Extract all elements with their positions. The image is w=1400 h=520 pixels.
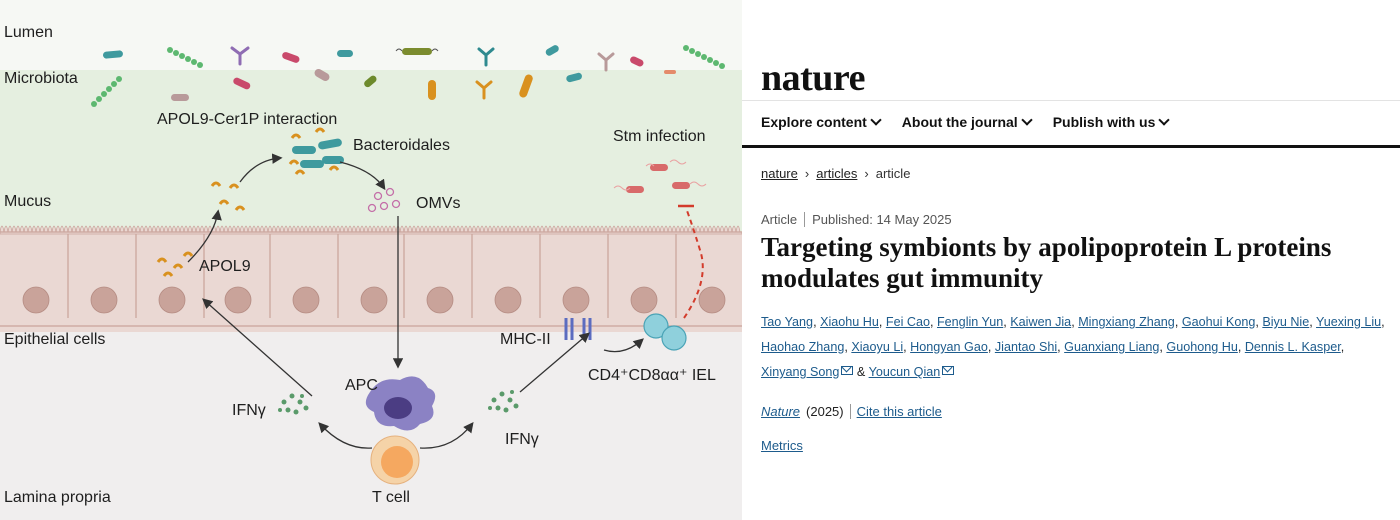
label-stm-infection: Stm infection <box>613 128 705 145</box>
breadcrumb-articles[interactable]: articles <box>816 166 858 181</box>
author-link[interactable]: Xiaohu Hu <box>820 315 879 329</box>
label-epithelial-cells: Epithelial cells <box>4 331 105 348</box>
author-link[interactable]: Xiaoyu Li <box>851 340 904 354</box>
main-nav: Explore content About the journal Publis… <box>761 114 1171 130</box>
cite-divider <box>849 404 851 419</box>
citation-line: Nature (2025) Cite this article <box>761 404 942 419</box>
meta-divider <box>804 212 806 227</box>
label-lumen: Lumen <box>4 24 53 41</box>
author-link[interactable]: Gaohui Kong <box>1181 315 1256 329</box>
article-meta: Article Published: 14 May 2025 <box>761 212 952 227</box>
nav-publish-label: Publish with us <box>1052 114 1156 130</box>
t-cell <box>370 435 420 485</box>
bacteroidales-cluster <box>288 127 344 175</box>
ifng-cytokines-left <box>278 393 309 415</box>
article-type: Article <box>761 212 798 227</box>
ifng-cytokines-right <box>488 390 519 413</box>
author-link[interactable]: Dennis L. Kasper <box>1244 340 1341 354</box>
header-divider <box>742 100 1400 101</box>
author-link[interactable]: Jiantao Shi <box>994 340 1058 354</box>
nav-about-label: About the journal <box>901 114 1018 130</box>
author-link[interactable]: Mingxiang Zhang <box>1078 315 1175 329</box>
label-mhc-ii: MHC-II <box>500 331 551 348</box>
author-link[interactable]: Kaiwen Jia <box>1010 315 1072 329</box>
author-link[interactable]: Tao Yang <box>761 315 814 329</box>
label-microbiota: Microbiota <box>4 70 78 87</box>
label-bacteroidales: Bacteroidales <box>353 137 450 154</box>
chevron-right-icon: › <box>864 166 869 181</box>
article-page: nature Explore content About the journal… <box>742 0 1400 520</box>
author-link[interactable]: Guanxiang Liang <box>1064 340 1160 354</box>
lumen-region <box>0 0 742 70</box>
label-apol9: APOL9 <box>199 258 251 275</box>
publication-year: (2025) <box>806 404 844 419</box>
author-link[interactable]: Haohao Zhang <box>761 340 845 354</box>
author-list: Tao Yang, Xiaohu Hu, Fei Cao, Fenglin Yu… <box>761 315 1385 379</box>
cell-nuclei <box>22 286 726 314</box>
nav-divider <box>742 145 1400 148</box>
metrics-link[interactable]: Metrics <box>761 438 803 453</box>
author-link[interactable]: Fei Cao <box>885 315 930 329</box>
author-link[interactable]: Fenglin Yun <box>936 315 1004 329</box>
cite-this-article-link[interactable]: Cite this article <box>856 404 942 419</box>
author-link[interactable]: Guohong Hu <box>1166 340 1238 354</box>
apol9-molecules <box>156 181 246 277</box>
breadcrumb-nature[interactable]: nature <box>761 166 798 181</box>
omvs <box>367 187 401 213</box>
author-link[interactable]: Hongyan Gao <box>910 340 988 354</box>
email-icon[interactable] <box>942 366 955 375</box>
journal-name-link[interactable]: Nature <box>761 404 801 419</box>
label-t-cell: T cell <box>372 489 410 506</box>
breadcrumb: nature › articles › article <box>761 166 910 181</box>
lamina-propria-region <box>0 332 742 520</box>
chevron-down-icon <box>1158 114 1171 126</box>
email-icon[interactable] <box>841 366 854 375</box>
microbiota-bacteria <box>91 45 725 107</box>
label-apol9-cer1p-interaction: APOL9-Cer1P interaction <box>157 111 337 128</box>
epithelial-cells <box>0 231 742 327</box>
graphical-abstract: Lumen Microbiota APOL9-Cer1P interaction… <box>0 0 742 520</box>
label-lamina-propria: Lamina propria <box>4 489 111 506</box>
published-date: Published: 14 May 2025 <box>812 212 952 227</box>
author-link[interactable]: Youcun Qian <box>868 365 941 379</box>
label-mucus: Mucus <box>4 193 51 210</box>
nature-logo[interactable]: nature <box>761 57 865 99</box>
breadcrumb-current: article <box>875 166 911 181</box>
nav-about-the-journal[interactable]: About the journal <box>901 114 1033 130</box>
nav-explore-content[interactable]: Explore content <box>761 114 882 130</box>
stm-bacteria <box>613 159 707 193</box>
author-link[interactable]: Biyu Nie <box>1262 315 1310 329</box>
nav-publish-with-us[interactable]: Publish with us <box>1052 114 1171 130</box>
chevron-down-icon <box>870 114 882 126</box>
epithelium-region <box>0 232 742 332</box>
label-apc: APC <box>345 377 378 394</box>
chevron-right-icon: › <box>804 166 810 181</box>
chevron-down-icon <box>1021 114 1033 126</box>
author-link[interactable]: Xinyang Song <box>761 365 840 379</box>
article-title: Targeting symbionts by apolipoprotein L … <box>761 232 1332 293</box>
nav-explore-content-label: Explore content <box>761 114 867 130</box>
label-ifng-right: IFNγ <box>505 431 539 448</box>
inhibition-line <box>683 207 704 319</box>
author-link[interactable]: Yuexing Liu <box>1316 315 1382 329</box>
mhc-ii-receptors <box>564 318 592 340</box>
pathway-arrows <box>187 153 644 449</box>
label-omvs: OMVs <box>416 195 460 212</box>
iel-cells <box>643 313 687 351</box>
label-iel: CD4⁺CD8αα⁺ IEL <box>588 367 716 384</box>
apc-cell <box>365 376 436 431</box>
abstract-illustration: Lumen Microbiota APOL9-Cer1P interaction… <box>0 0 742 520</box>
label-ifng-left: IFNγ <box>232 402 266 419</box>
